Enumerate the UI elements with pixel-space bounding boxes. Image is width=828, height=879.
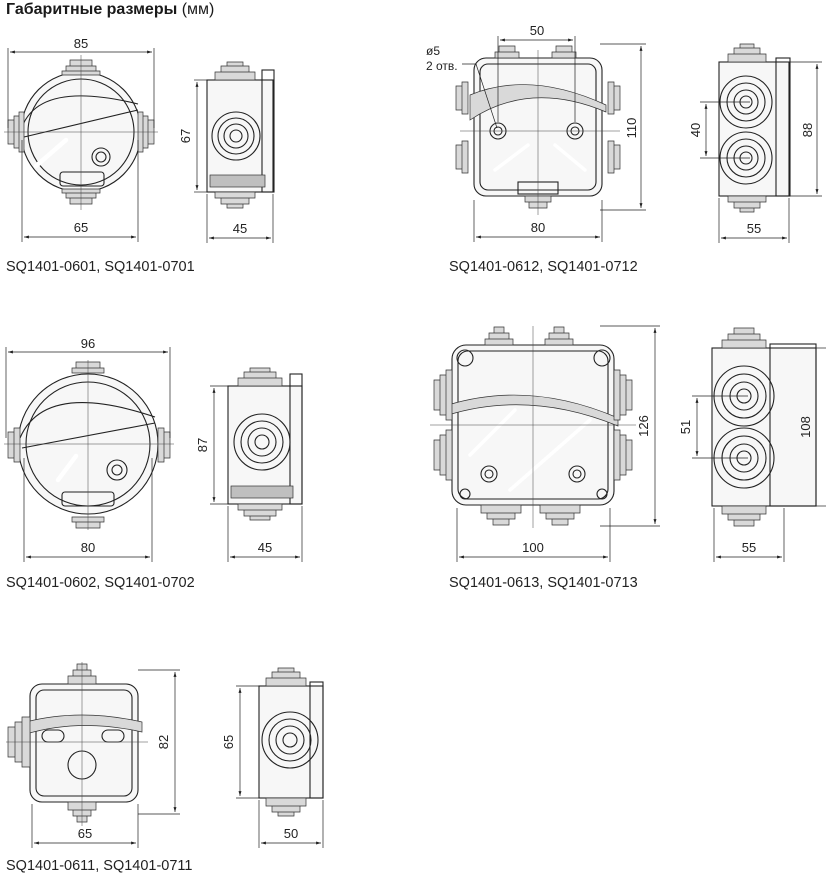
- caption-0601: SQ1401-0601, SQ1401-0701: [6, 259, 195, 275]
- dim-side-height: 65: [221, 735, 236, 749]
- dim-side-depth: 50: [284, 826, 298, 841]
- side-view-0601: 67 45: [178, 61, 275, 243]
- drawing-0613: 126 100 51 108 55: [430, 325, 826, 562]
- dim-front-width: 100: [522, 540, 544, 555]
- dim-width-bottom: 65: [74, 220, 88, 235]
- caption-0611: SQ1401-0611, SQ1401-0711: [6, 858, 193, 874]
- dim-width-bottom: 80: [81, 540, 95, 555]
- hole-note-diameter: ø5: [426, 44, 440, 58]
- dim-side-height: 87: [195, 438, 210, 452]
- side-view-0611: 65 50: [221, 667, 324, 848]
- front-view-0602: 96 80: [4, 336, 174, 562]
- side-view-0612: 40 88 55: [688, 43, 822, 243]
- dim-side-depth: 45: [258, 540, 272, 555]
- caption-0612: SQ1401-0612, SQ1401-0712: [449, 259, 638, 275]
- dim-width-top: 96: [81, 336, 95, 351]
- side-view-0613: 51 108 55: [678, 327, 826, 562]
- dim-side-height: 88: [800, 123, 815, 137]
- dim-width-top: 85: [74, 36, 88, 51]
- drawing-0611: 82 65 65 50: [6, 662, 324, 848]
- front-view-0601: 85 65: [4, 36, 158, 242]
- dim-side-height: 108: [798, 416, 813, 438]
- drawing-0602: 96 80 87 45: [4, 336, 303, 562]
- title-text: Габаритные размеры: [6, 1, 178, 18]
- dim-front-width: 65: [78, 826, 92, 841]
- front-view-0613: 126 100: [430, 325, 660, 562]
- caption-0613: SQ1401-0613, SQ1401-0713: [449, 575, 638, 591]
- dim-side-height: 67: [178, 129, 193, 143]
- dim-side-depth: 45: [233, 221, 247, 236]
- dim-hole-spacing: 50: [530, 23, 544, 38]
- front-view-0612: 50 ø5 2 отв. 110 80: [426, 23, 646, 242]
- page-title: Габаритные размеры (мм): [6, 1, 214, 19]
- drawing-0612: 50 ø5 2 отв. 110 80 40 88: [426, 23, 822, 243]
- title-unit: (мм): [181, 1, 215, 18]
- drawing-0601: 85 65 67 45: [4, 36, 275, 243]
- side-view-0602: 87 45: [195, 367, 303, 562]
- caption-0602: SQ1401-0602, SQ1401-0702: [6, 575, 195, 591]
- dim-front-height: 126: [636, 415, 651, 437]
- dim-front-width: 80: [531, 220, 545, 235]
- dim-front-height: 110: [624, 118, 639, 139]
- hole-note-count: 2 отв.: [426, 59, 458, 73]
- dim-inlet-spacing: 40: [688, 123, 703, 137]
- dim-inlet-spacing: 51: [678, 420, 693, 434]
- dim-front-height: 82: [156, 735, 171, 749]
- front-view-0611: 82 65: [6, 662, 180, 848]
- dim-side-depth: 55: [742, 540, 756, 555]
- dim-side-depth: 55: [747, 221, 761, 236]
